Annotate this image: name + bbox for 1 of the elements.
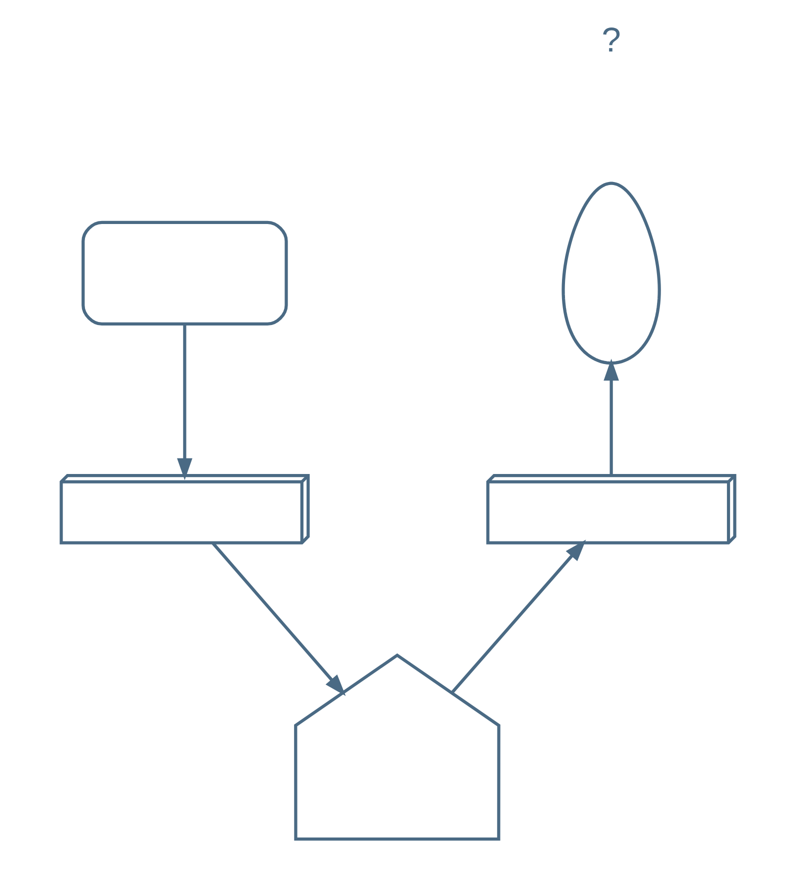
label: ? (601, 21, 620, 60)
